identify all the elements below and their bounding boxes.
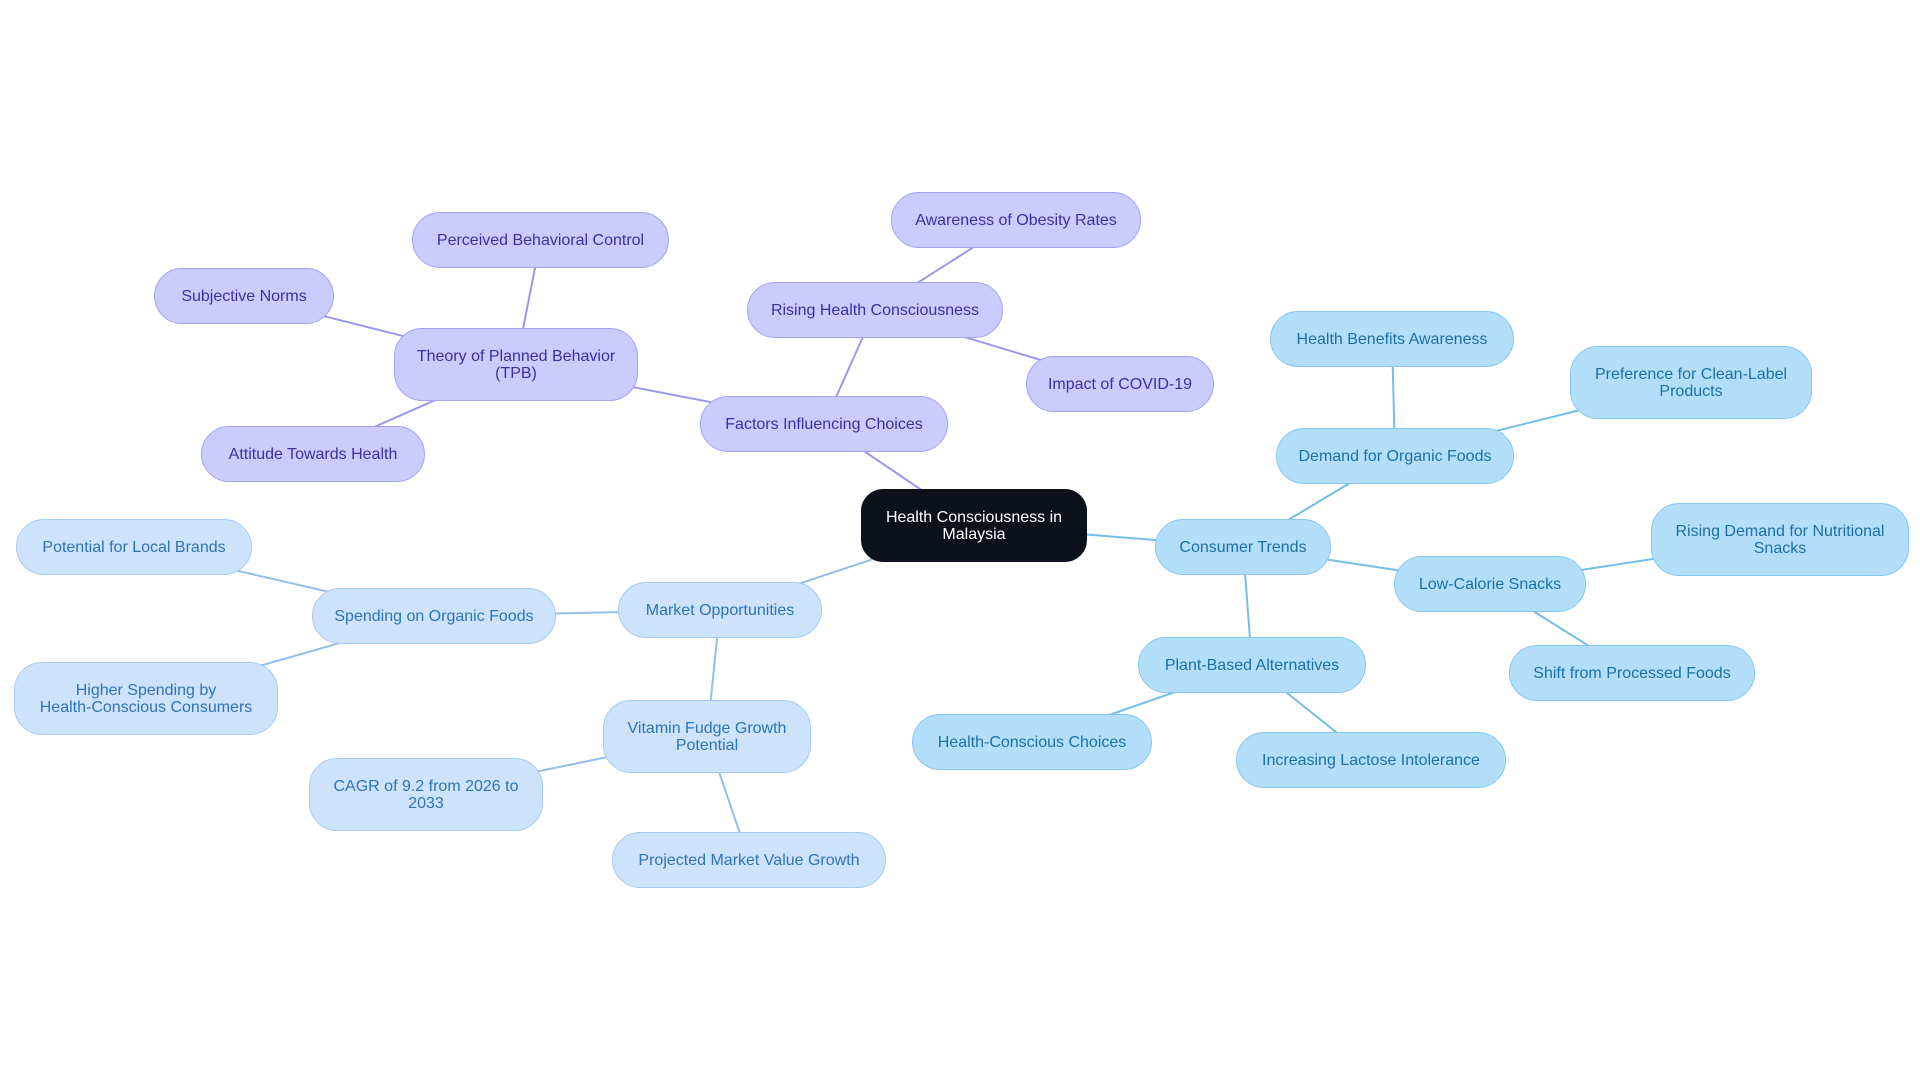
- node-cagr-2026-2033[interactable]: CAGR of 9.2 from 2026 to 2033: [309, 758, 543, 831]
- node-awareness-of-obesity-rates[interactable]: Awareness of Obesity Rates: [891, 192, 1141, 248]
- node-health-conscious-choices[interactable]: Health-Conscious Choices: [912, 714, 1152, 770]
- node-spending-on-organic-foods[interactable]: Spending on Organic Foods: [312, 588, 556, 644]
- node-attitude-towards-health[interactable]: Attitude Towards Health: [201, 426, 425, 482]
- node-preference-for-clean-label-products[interactable]: Preference for Clean-Label Products: [1570, 346, 1812, 419]
- node-demand-for-organic-foods[interactable]: Demand for Organic Foods: [1276, 428, 1514, 484]
- node-subjective-norms[interactable]: Subjective Norms: [154, 268, 334, 324]
- node-vitamin-fudge-growth-potential[interactable]: Vitamin Fudge Growth Potential: [603, 700, 811, 773]
- node-theory-of-planned-behavior[interactable]: Theory of Planned Behavior (TPB): [394, 328, 638, 401]
- node-projected-market-value-growth[interactable]: Projected Market Value Growth: [612, 832, 886, 888]
- node-plant-based-alternatives[interactable]: Plant-Based Alternatives: [1138, 637, 1366, 693]
- node-impact-of-covid-19[interactable]: Impact of COVID-19: [1026, 356, 1214, 412]
- branch-consumer-trends[interactable]: Consumer Trends: [1155, 519, 1331, 575]
- node-increasing-lactose-intolerance[interactable]: Increasing Lactose Intolerance: [1236, 732, 1506, 788]
- branch-market-opportunities[interactable]: Market Opportunities: [618, 582, 822, 638]
- node-perceived-behavioral-control[interactable]: Perceived Behavioral Control: [412, 212, 669, 268]
- node-health-benefits-awareness[interactable]: Health Benefits Awareness: [1270, 311, 1514, 367]
- node-higher-spending-by-health-conscious-consumers[interactable]: Higher Spending by Health-Conscious Cons…: [14, 662, 278, 735]
- node-shift-from-processed-foods[interactable]: Shift from Processed Foods: [1509, 645, 1755, 701]
- node-potential-for-local-brands[interactable]: Potential for Local Brands: [16, 519, 252, 575]
- node-low-calorie-snacks[interactable]: Low-Calorie Snacks: [1394, 556, 1586, 612]
- root-node[interactable]: Health Consciousness in Malaysia: [861, 489, 1087, 562]
- node-rising-demand-for-nutritional-snacks[interactable]: Rising Demand for Nutritional Snacks: [1651, 503, 1909, 576]
- branch-factors-influencing-choices[interactable]: Factors Influencing Choices: [700, 396, 948, 452]
- node-rising-health-consciousness[interactable]: Rising Health Consciousness: [747, 282, 1003, 338]
